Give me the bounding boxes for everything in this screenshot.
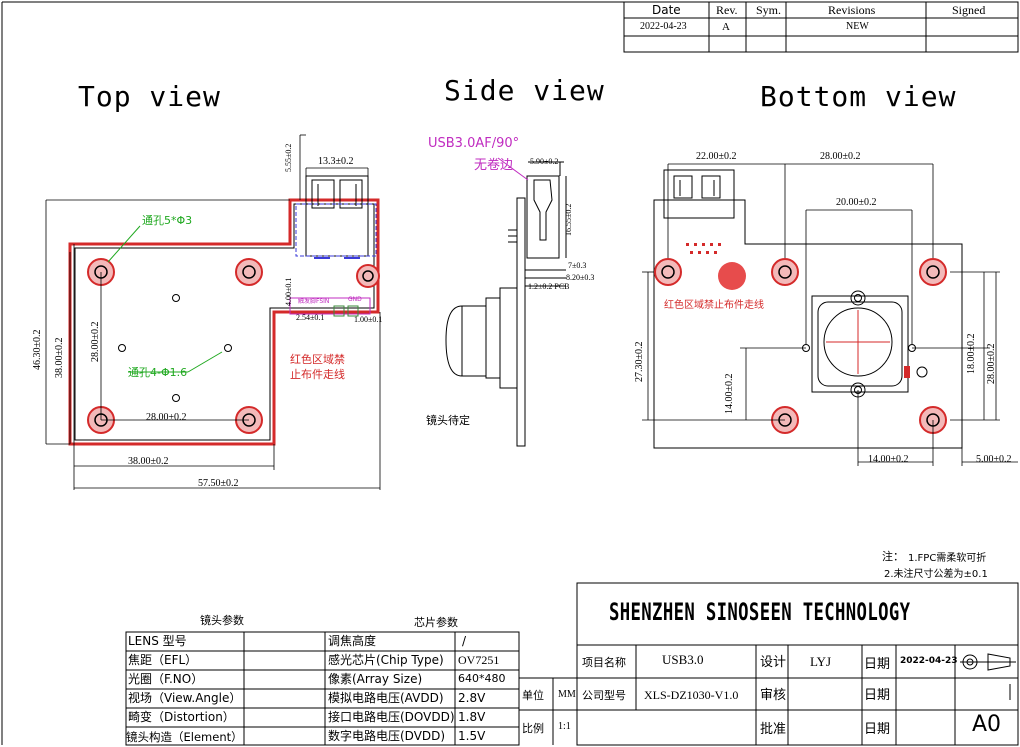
top-dim-pad-size: 1.00±0.1	[354, 315, 383, 324]
top-dim-total-height: 46.30±0.2	[32, 329, 43, 371]
top-dim-pin-pitch: 2.54±0.1	[296, 313, 325, 322]
chip-row-array-label: 像素(Array Size)	[328, 672, 423, 686]
top-dim-hole-pitch-v: 28.00±0.2	[90, 321, 101, 363]
bottom-view-title: Bottom view	[760, 80, 957, 113]
side-dim-pcb: 1.2±0.2 PCB	[528, 282, 570, 291]
bottom-dim-bottom-a: 14.00±0.2	[868, 454, 909, 465]
bottom-dim-lens-offset: 14.00±0.2	[724, 373, 735, 415]
lens-row-model: LENS 型号	[128, 634, 187, 648]
date-label: 日期	[864, 657, 891, 672]
rev-header-sym: Sym.	[756, 3, 782, 17]
company-name: SHENZHEN SINOSEEN TECHNOLOGY	[609, 598, 911, 626]
rev-date: 2022-04-23	[640, 21, 687, 32]
note-1: 1.FPC需柔软可折	[908, 553, 987, 564]
top-dim-usb-overhang: 5.55±0.2	[284, 143, 293, 172]
chip-row-avdd-label: 模拟电路电压(AVDD)	[328, 691, 444, 705]
side-dim-usb-height: 16.55±0.2	[564, 203, 573, 236]
bottom-view-board	[653, 169, 963, 449]
bottom-dim-left-height: 27.30±0.2	[634, 341, 645, 383]
top-dim-hole-pitch-h: 28.00±0.2	[146, 412, 187, 423]
side-no-flange: 无卷边	[474, 158, 514, 173]
callout-through-hole-5: 通孔5*Φ3	[142, 214, 193, 227]
top-view-board	[68, 175, 380, 446]
projection-symbol	[960, 653, 1016, 700]
top-view-title: Top view	[78, 80, 221, 113]
top-red-zone-note: 红色区域禁止布件走线	[290, 353, 345, 381]
date2-label: 日期	[864, 688, 891, 703]
revision-table-grid	[623, 1, 1019, 53]
bottom-dim-hole-a: 22.00±0.2	[696, 151, 737, 162]
top-dim-board-height: 38.00±0.2	[54, 337, 65, 379]
sheet-size: A0	[972, 712, 1002, 737]
chip-row-dovdd-value: 1.8V	[458, 710, 486, 724]
bottom-dim-right-b: 28.00±0.2	[986, 343, 997, 385]
rev-description: NEW	[846, 21, 869, 32]
project-value: USB3.0	[662, 652, 704, 667]
scale-value: 1:1	[558, 721, 571, 732]
rev-header-revisions: Revisions	[828, 3, 876, 17]
design-value: LYJ	[810, 654, 832, 669]
side-dim-usb-depth: 5.90±0.2	[530, 157, 559, 166]
bottom-dim-lens-pitch: 20.00±0.2	[836, 197, 877, 208]
side-dim-a: 7±0.3	[568, 261, 587, 270]
date3-label: 日期	[864, 722, 891, 737]
side-lens-note: 镜头待定	[426, 414, 470, 427]
chip-row-chip-value: OV7251	[458, 653, 500, 667]
unit-value: MM	[558, 689, 576, 700]
title-block-grid	[518, 582, 1019, 746]
unit-label: 单位	[522, 689, 544, 702]
pin-label-fsin: 触发脚FSIN	[298, 298, 330, 305]
model-label: 公司型号	[582, 689, 626, 702]
bottom-dim-hole-b: 28.00±0.2	[820, 151, 861, 162]
rev-header-signed: Signed	[952, 3, 986, 17]
chip-row-dovdd-label: 接口电路电压(DOVDD)	[328, 710, 455, 724]
callout-through-hole-4: 通孔4-Φ1.6	[128, 366, 188, 379]
top-dim-usb-width: 13.3±0.2	[318, 156, 354, 167]
lens-row-element: 镜头构造（Element）	[126, 730, 243, 744]
chip-params-title: 芯片参数	[414, 616, 458, 629]
side-view-profile	[445, 161, 567, 447]
rev-header-date: Date	[652, 3, 681, 17]
model-value: XLS-DZ1030-V1.0	[644, 688, 739, 702]
chip-row-focus-label: 调焦高度	[328, 634, 377, 648]
review-label: 审核	[760, 688, 787, 703]
lens-row-fno: 光圈（F.NO）	[128, 672, 204, 686]
side-dim-b: 8.20±0.3	[566, 273, 595, 282]
lens-params-title: 镜头参数	[200, 614, 244, 627]
notes-title: 注：	[882, 550, 904, 563]
pin-label-gnd: GND	[348, 296, 362, 303]
bottom-dim-right-a: 18.00±0.2	[966, 333, 977, 375]
chip-row-avdd-value: 2.8V	[458, 691, 486, 705]
bottom-red-zone-note: 红色区域禁止布件走线	[664, 300, 764, 311]
top-view-dimensions	[45, 134, 381, 490]
side-view-title: Side view	[444, 74, 605, 107]
bottom-dim-bottom-b: 5.00±0.2	[976, 454, 1012, 465]
chip-row-dvdd-label: 数字电路电压(DVDD)	[328, 729, 446, 743]
chip-row-focus-value: /	[462, 634, 467, 648]
side-usb-label: USB3.0AF/90°	[428, 136, 520, 151]
lens-row-view-angle: 视场（View.Angle）	[128, 691, 242, 705]
rev-letter: A	[722, 21, 730, 33]
top-dim-total-width: 57.50±0.2	[198, 478, 239, 489]
top-dim-board-width: 38.00±0.2	[128, 456, 169, 467]
project-label: 项目名称	[582, 656, 626, 669]
top-dim-pad-height: 4.00±0.1	[284, 277, 293, 306]
lens-row-efl: 焦距（EFL）	[128, 653, 198, 667]
design-label: 设计	[760, 655, 787, 670]
chip-row-chip-label: 感光芯片(Chip Type)	[328, 653, 444, 667]
bottom-view-dimensions	[642, 163, 1018, 466]
lens-row-distortion: 畸变（Distortion）	[128, 710, 235, 724]
chip-row-dvdd-value: 1.5V	[458, 729, 486, 743]
scale-label: 比例	[522, 722, 544, 735]
date-value: 2022-04-23	[900, 656, 958, 666]
rev-header-rev: Rev.	[716, 3, 738, 17]
approve-label: 批准	[760, 722, 787, 737]
chip-row-array-value: 640*480	[458, 672, 506, 685]
note-2: 2.未注尺寸公差为±0.1	[884, 569, 988, 580]
